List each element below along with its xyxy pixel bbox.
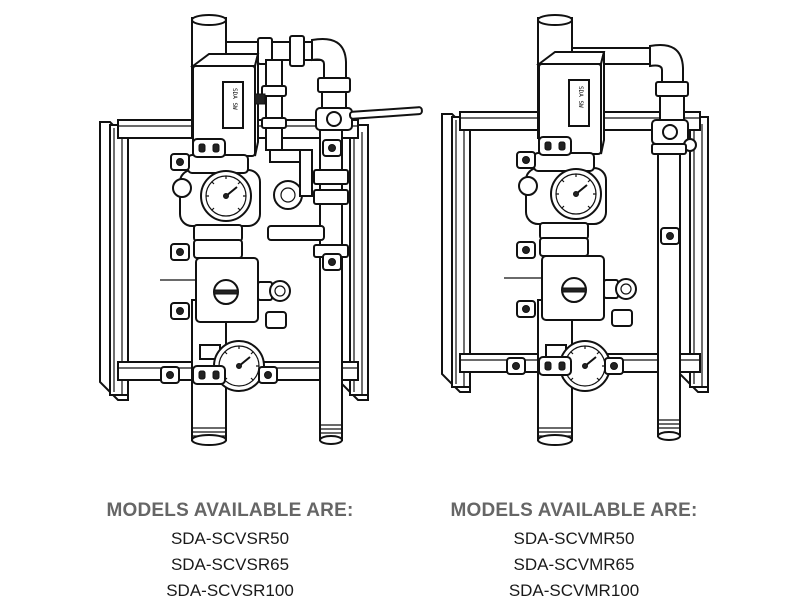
left-models-caption: MODELS AVAILABLE ARE: SDA-SCVSR50 SDA-SC… — [80, 500, 380, 604]
svg-text:SDA SW: SDA SW — [577, 86, 584, 108]
right-model-item: SDA-SCVMR100 — [508, 581, 640, 600]
valve-assemblies-drawing: SDA SW — [99, 14, 709, 446]
left-valve-assembly: SDA SW — [99, 14, 423, 446]
left-test-drain-valve — [160, 239, 291, 329]
left-ball-valve — [315, 106, 423, 131]
right-model-item: SDA-SCVMR65 — [513, 555, 635, 574]
left-switch-box: SDA SW — [190, 53, 266, 157]
right-model-item: SDA-SCVMR50 — [513, 529, 635, 548]
left-models-heading: MODELS AVAILABLE ARE: — [106, 500, 354, 521]
left-model-item: SDA-SCVSR65 — [170, 555, 290, 574]
right-drain-pipe — [657, 119, 681, 441]
right-switch-box: SDA SW — [536, 51, 606, 155]
left-drain-pipe — [313, 119, 349, 445]
right-valve-assembly: SDA SW — [441, 14, 709, 446]
right-test-drain-valve — [504, 237, 637, 327]
left-model-item: SDA-SCVSR50 — [170, 529, 290, 548]
right-models-heading: MODELS AVAILABLE ARE: — [450, 500, 698, 521]
svg-text:SDA SW: SDA SW — [231, 88, 238, 110]
right-drain-valve — [651, 119, 697, 155]
left-supply-gauge — [199, 340, 265, 392]
left-model-item: SDA-SCVSR100 — [166, 581, 294, 600]
left-bypass-piping — [225, 35, 351, 151]
left-retard-chamber — [267, 149, 325, 241]
right-models-caption: MODELS AVAILABLE ARE: SDA-SCVMR50 SDA-SC… — [424, 500, 724, 604]
